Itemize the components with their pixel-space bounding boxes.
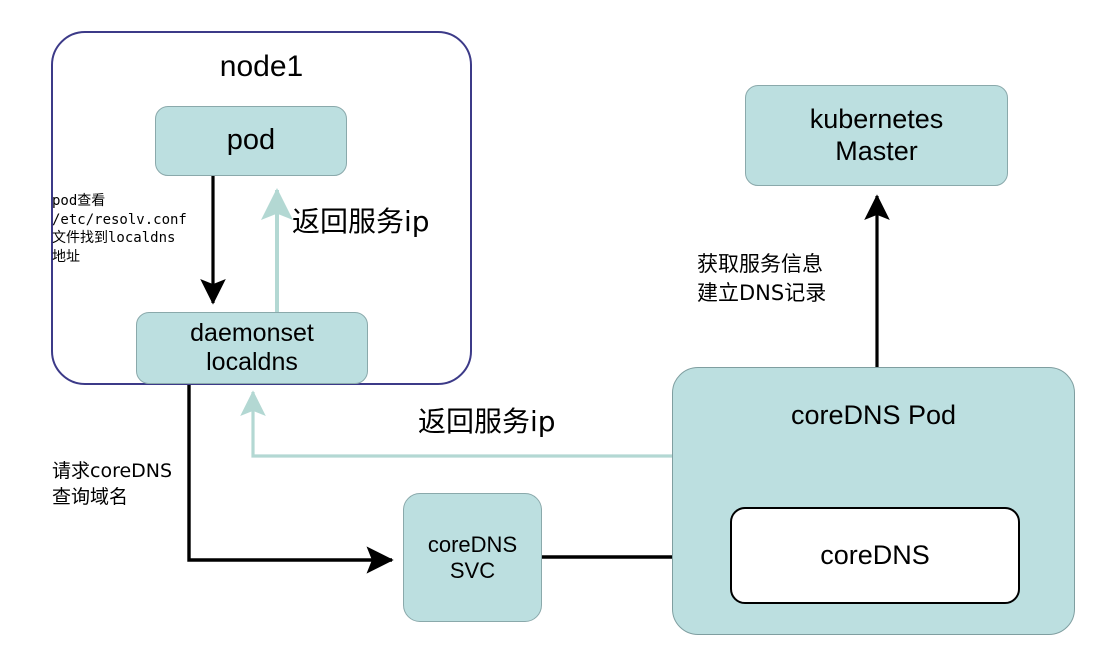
fetch-service-info-annotation: 获取服务信息 建立DNS记录	[697, 250, 826, 308]
coredns-svc-label-line1: coreDNS	[427, 532, 518, 558]
pod-box-label: pod	[226, 124, 276, 157]
request-coredns-annotation: 请求coreDNS 查询域名	[52, 459, 172, 510]
node1-container	[51, 31, 472, 385]
edge-coredns-pod-to-daemonset-return	[240, 390, 676, 458]
kubernetes-master-box[interactable]: kubernetes Master	[745, 85, 1008, 186]
coredns-pod-title: coreDNS Pod	[790, 400, 957, 430]
daemonset-localdns-box[interactable]: daemonset localdns	[136, 312, 368, 384]
coredns-svc-label-line2: SVC	[449, 557, 496, 583]
resolv-conf-line2: /etc/resolv.conf	[52, 211, 187, 228]
return-service-ip-top-label: 返回服务ip	[292, 205, 430, 238]
resolv-conf-annotation: pod查看 /etc/resolv.conf 文件找到localdns 地址	[52, 192, 187, 266]
pod-box[interactable]: pod	[155, 106, 347, 176]
daemonset-label-line2: localdns	[206, 348, 298, 376]
kubernetes-master-label-line2: Master	[835, 135, 918, 166]
resolv-conf-line4: 地址	[52, 248, 80, 265]
return-service-ip-bottom-label: 返回服务ip	[418, 405, 556, 438]
node1-title: node1	[219, 50, 304, 83]
coredns-inner-label: coreDNS	[820, 539, 930, 570]
fetch-service-info-line2: 建立DNS记录	[697, 280, 827, 305]
coredns-svc-box[interactable]: coreDNS SVC	[403, 493, 542, 622]
daemonset-label-line1: daemonset	[190, 319, 314, 348]
fetch-service-info-line1: 获取服务信息	[697, 252, 823, 276]
coredns-inner-box[interactable]: coreDNS	[730, 507, 1020, 604]
resolv-conf-line3: 文件找到localdns	[52, 230, 176, 247]
resolv-conf-line1: pod查看	[52, 193, 106, 209]
request-coredns-line2: 查询域名	[52, 485, 129, 508]
edge-daemonset-to-coredns-svc	[187, 385, 394, 574]
request-coredns-line1: 请求coreDNS	[52, 460, 173, 482]
kubernetes-master-label-line1: kubernetes	[809, 104, 944, 135]
